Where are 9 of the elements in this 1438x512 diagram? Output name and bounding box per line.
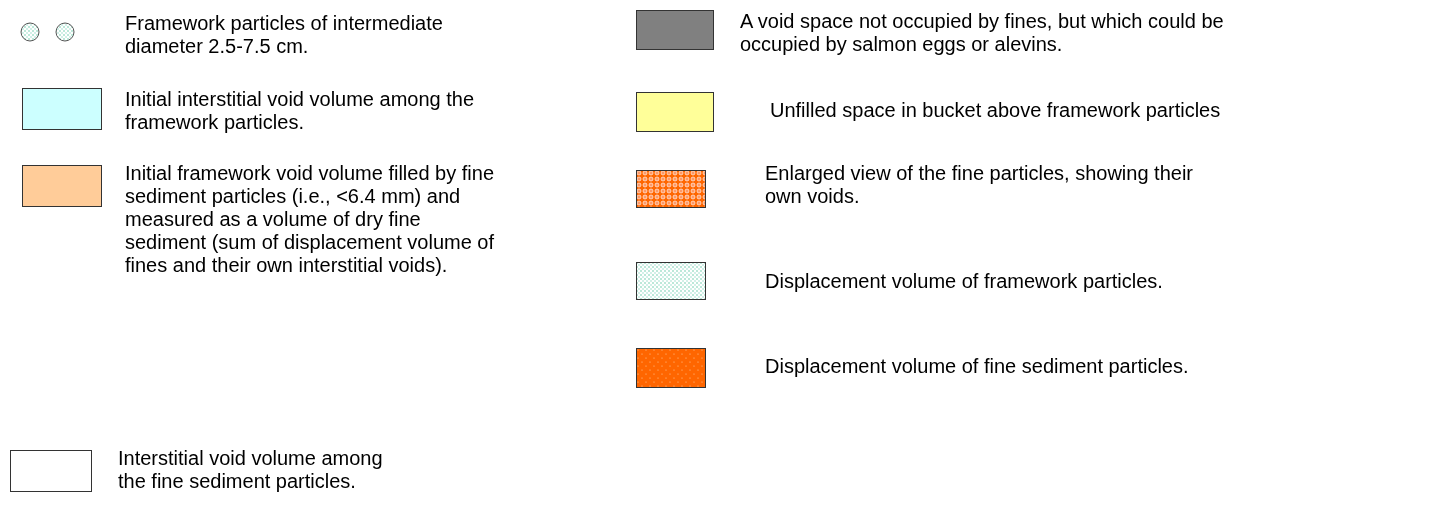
legend-text: Unfilled space in bucket above framework particles	[770, 99, 1222, 122]
legend-text: Displacement volume of framework particles.	[765, 270, 1164, 293]
legend-text: Framework particles of intermediate diameter 2.5-7.5 cm.	[125, 12, 444, 58]
legend-text: Initial framework void volume filled by fine sediment particles (i.e., <6.4 mm) and measured as a volume of dry fine sediment (sum of displacement volume of fines and their own interstitial voids).	[125, 162, 495, 277]
legend-text: Enlarged view of the fine particles, showing their own voids.	[765, 162, 1194, 208]
legend-text: Displacement volume of fine sediment particles.	[765, 355, 1190, 378]
legend-text: Initial interstitial void volume among the framework particles.	[125, 88, 475, 134]
legend-text: A void space not occupied by fines, but which could be occupied by salmon eggs or alevins.	[740, 10, 1225, 56]
legend-text: Interstitial void volume among the fine sediment particles.	[118, 447, 384, 493]
